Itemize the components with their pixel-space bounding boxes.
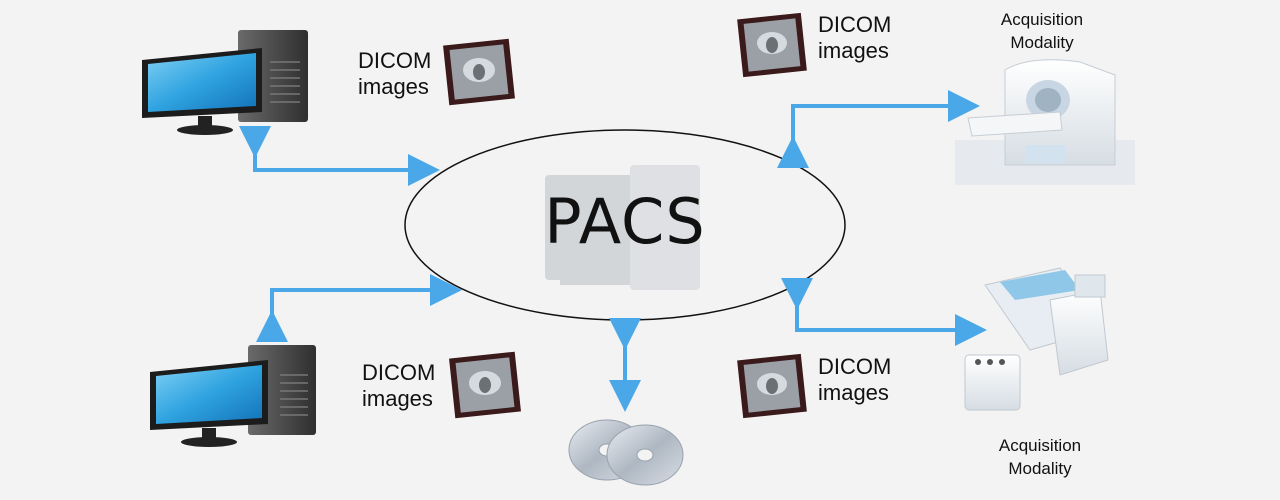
dicom-label: DICOM images [818, 12, 892, 64]
xray-machine-icon [964, 267, 1109, 411]
dicom-film-icon [443, 38, 515, 106]
workstation-icon [142, 30, 308, 135]
modality-label: Acquisition Modality [998, 436, 1082, 479]
workstation-icon [150, 345, 316, 447]
dicom-label: DICOM images [362, 360, 436, 412]
pacs-label: PACS [544, 185, 706, 258]
arrow-top-right [777, 90, 980, 168]
modality-label: Acquisition Modality [1000, 10, 1084, 53]
arrow-bottom-left [256, 274, 462, 342]
dicom-label: DICOM images [358, 48, 432, 100]
cd-disc-icon [568, 419, 684, 486]
dicom-film-icon [737, 12, 807, 78]
pacs-server-icon [545, 165, 700, 290]
dicom-film-icon [737, 353, 807, 419]
connection-arrows [239, 90, 987, 412]
dicom-label: DICOM images [818, 354, 892, 406]
mri-scanner-icon [955, 59, 1135, 185]
arrow-top-left [239, 126, 440, 186]
arrow-bottom-right [781, 278, 987, 346]
dicom-film-icon [449, 351, 521, 419]
